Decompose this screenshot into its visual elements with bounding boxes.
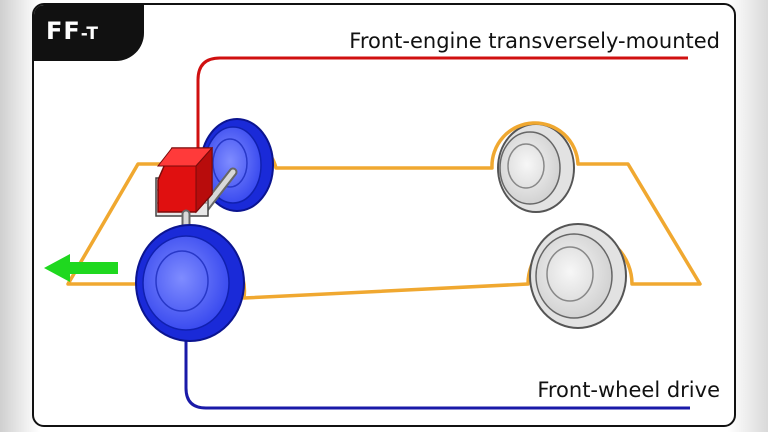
engine-block bbox=[156, 146, 214, 214]
layout-badge: FF-T bbox=[34, 5, 144, 61]
badge-text: FF-T bbox=[46, 19, 99, 43]
front-left-wheel bbox=[135, 224, 245, 342]
rear-right-wheel bbox=[497, 123, 575, 213]
drive-shaft-right bbox=[200, 167, 238, 213]
badge-code: FF bbox=[46, 17, 81, 45]
badge-suffix: -T bbox=[80, 24, 99, 44]
diagram-panel: FF-T bbox=[32, 3, 736, 427]
engine-callout-line bbox=[196, 56, 688, 152]
engine-layout-label: Front-engine transversely-mounted bbox=[349, 29, 720, 53]
arrow-left-icon bbox=[44, 254, 118, 282]
rear-left-wheel bbox=[529, 223, 627, 329]
drive-type-label: Front-wheel drive bbox=[537, 378, 720, 402]
drive-callout-line bbox=[184, 340, 690, 410]
